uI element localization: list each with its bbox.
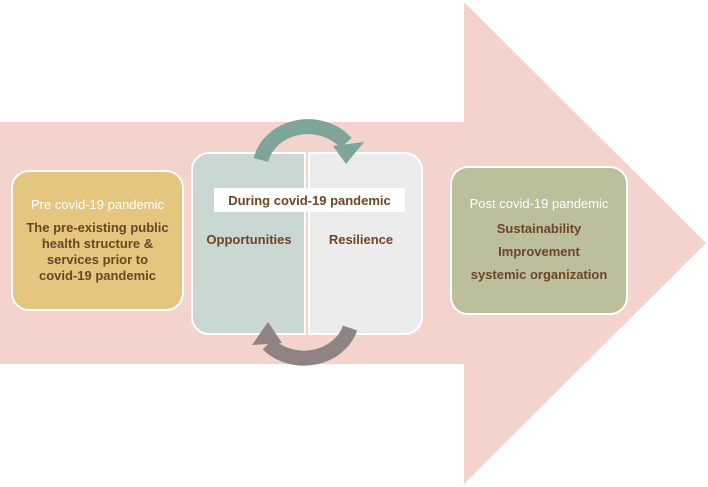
- pre-pandemic-line: services prior to: [46, 252, 149, 267]
- during-pandemic-title: During covid-19 pandemic: [214, 188, 405, 212]
- post-pandemic-line: systemic organization: [470, 266, 608, 282]
- resilience-label: Resilience: [328, 232, 394, 247]
- opportunities-panel: [191, 152, 306, 335]
- pre-pandemic-line: health structure &: [41, 236, 154, 251]
- pre-pandemic-box: Pre covid-19 pandemic The pre-existing p…: [11, 170, 184, 311]
- post-pandemic-line: Improvement: [498, 243, 580, 259]
- resilience-panel: [308, 152, 423, 335]
- post-pandemic-box: Post covid-19 pandemic Sustainability Im…: [450, 166, 628, 315]
- pre-pandemic-line: The pre-existing public: [26, 220, 169, 235]
- pre-pandemic-description: The pre-existing public health structure…: [26, 220, 168, 284]
- pre-pandemic-title: Pre covid-19 pandemic: [31, 197, 164, 212]
- opportunities-label: Opportunities: [206, 232, 292, 247]
- post-pandemic-title: Post covid-19 pandemic: [469, 195, 609, 211]
- post-pandemic-line: Sustainability: [496, 220, 582, 236]
- pre-pandemic-line: covid-19 pandemic: [38, 268, 157, 283]
